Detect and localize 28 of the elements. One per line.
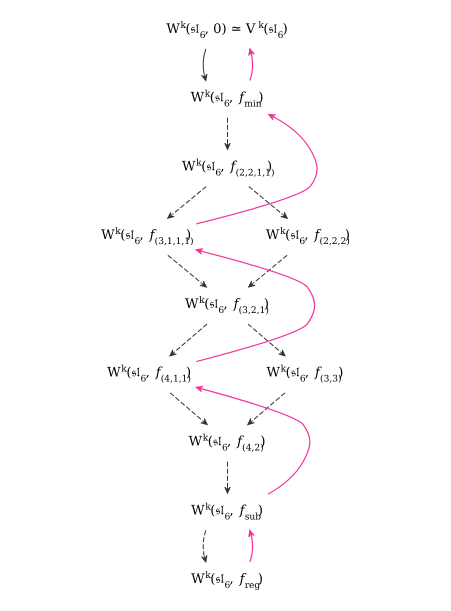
node-text: W$^{k}$(𝔰𝔩$_{6}$, 0) ≃ V$^{k}$(𝔰𝔩$_{6}$) <box>166 20 288 41</box>
arrow <box>166 186 206 219</box>
node-text: W$^{k}$(𝔰𝔩$_{6}$, f$_{(3,2,1)}$) <box>184 296 269 316</box>
arrow <box>248 186 288 219</box>
arrow <box>247 324 286 356</box>
arrow <box>168 324 207 356</box>
node-text: W$^{k}$(𝔰𝔩$_{6}$, f$_{(3,1,1,1)}$) <box>100 227 194 248</box>
arrow <box>195 386 310 495</box>
arrow <box>195 248 315 362</box>
node-text: W$^{k}$(𝔰𝔩$_{6}$, f$_{min}$) <box>190 90 263 110</box>
arrow <box>200 530 207 562</box>
node-text: W$^{k}$(𝔰𝔩$_{6}$, f$_{(4,1,1)}$) <box>106 364 191 385</box>
arrow <box>200 48 207 82</box>
node-text: W$^{k}$(𝔰𝔩$_{6}$, f$_{sub}$) <box>190 502 262 522</box>
arrow <box>248 530 254 562</box>
node-text: W$^{k}$(𝔰𝔩$_{6}$, f$_{(2,2,1,1)}$) <box>182 158 274 178</box>
arrow <box>224 118 230 150</box>
arrow <box>167 254 206 288</box>
node-text: W$^{k}$(𝔰𝔩$_{6}$, f$_{reg}$) <box>190 571 262 592</box>
arrow <box>248 48 254 81</box>
arrow <box>246 392 285 426</box>
arrow <box>248 254 287 288</box>
node-text: W$^{k}$(𝔰𝔩$_{6}$, f$_{(4,2)}$) <box>188 433 266 454</box>
arrow <box>196 114 318 224</box>
arrow <box>169 392 208 426</box>
arrow <box>224 462 230 494</box>
node-text: W$^{k}$(𝔰𝔩$_{6}$, f$_{(2,2,2)}$) <box>265 227 350 248</box>
node-text: W$^{k}$(𝔰𝔩$_{6}$, f$_{(3,3)}$) <box>266 364 343 385</box>
